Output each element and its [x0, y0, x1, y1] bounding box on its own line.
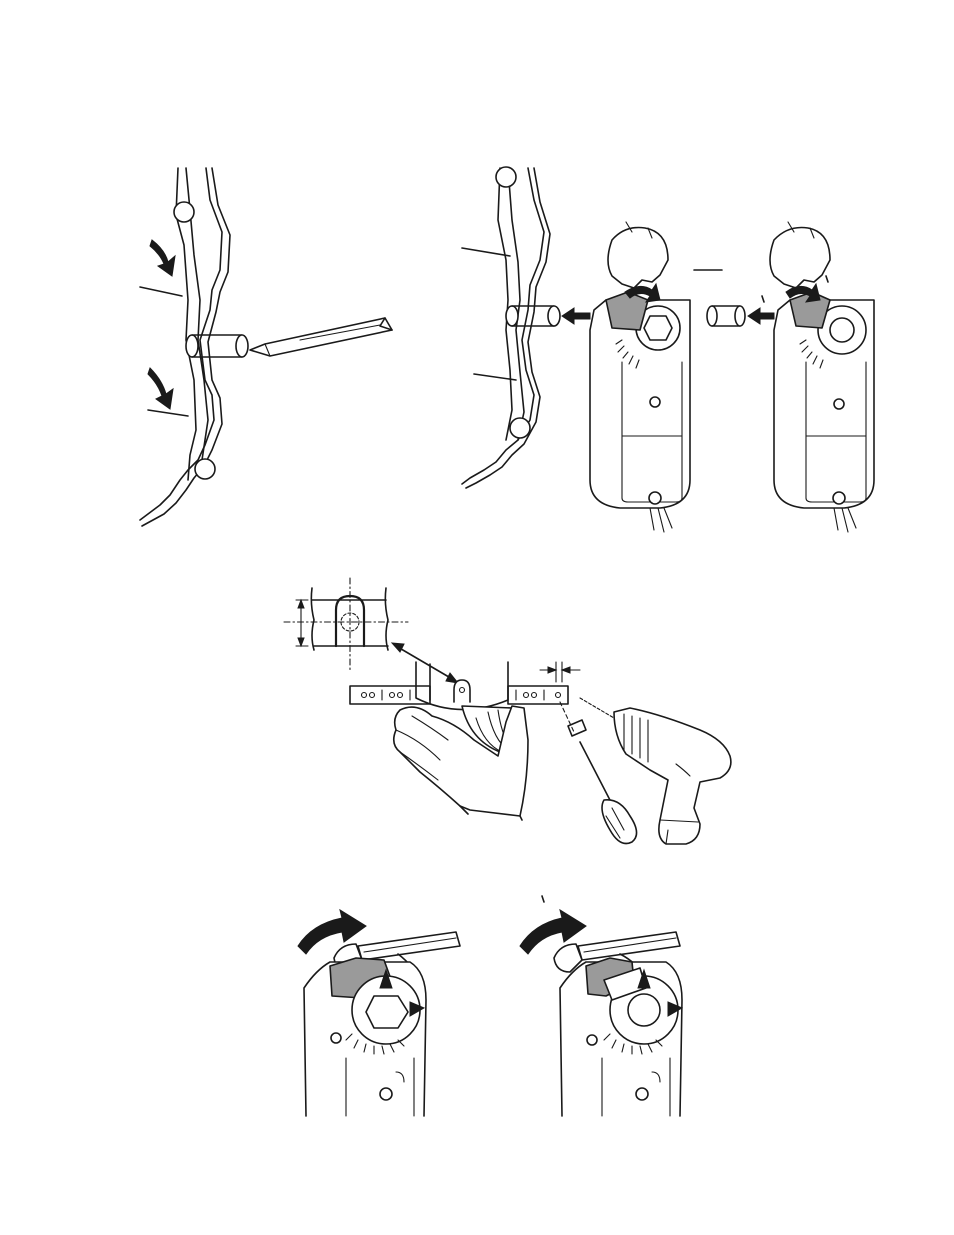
blade-arm-upper: [462, 248, 510, 256]
figure-wrench-tighten-left: [298, 910, 460, 1116]
screwdriver-shaft: [580, 742, 612, 804]
punch-tool: [250, 318, 392, 356]
bracket-tab: [454, 680, 470, 702]
shaft-tip: [548, 306, 560, 326]
insert-arrow-icon: [562, 308, 590, 324]
figure-bracket-drilling: [284, 578, 731, 844]
mounting-bracket-right: [508, 686, 568, 704]
blade-pivot-bolt-bottom: [510, 418, 530, 438]
shaft-end: [707, 306, 717, 326]
shaft-end: [506, 306, 518, 326]
dimension-line: [540, 662, 580, 682]
screw: [568, 720, 586, 736]
figure-shaft-insertion: [140, 168, 392, 526]
figure-actuator-mounting-standard: [462, 167, 722, 532]
shaft-tip: [735, 306, 745, 326]
centerline: [284, 578, 408, 670]
blade-pivot-bolt-top: [174, 202, 194, 222]
blade-pivot-bolt-top: [496, 167, 516, 187]
wrench-handle: [358, 932, 460, 960]
hand: [770, 228, 830, 289]
housing-slot: [649, 492, 661, 504]
rotate-arrow-icon: [150, 240, 175, 276]
shaft-end: [186, 335, 198, 357]
blade-arm-lower: [148, 410, 188, 416]
slot-detail-inset: [284, 578, 408, 670]
wrench-handle: [578, 932, 680, 960]
damper-blade-outline: [498, 168, 512, 440]
figure-wrench-tighten-right: [520, 896, 682, 1116]
hand: [608, 228, 668, 289]
shaft-tip: [236, 335, 248, 357]
damper-blade-outline-2: [508, 168, 524, 440]
screw-path: [560, 702, 574, 732]
hand: [394, 706, 528, 816]
damper-frame-edge-2: [466, 168, 550, 488]
detail-pointer-line: [396, 646, 454, 680]
housing-slot: [833, 492, 845, 504]
figure-actuator-mounting-alternate: [707, 222, 874, 532]
blade-arm-upper: [140, 287, 182, 296]
insert-arrow-icon: [748, 308, 774, 324]
rotate-arrow-icon: [148, 368, 173, 409]
clamp-collar: [606, 292, 648, 330]
blade-pivot-bolt-bottom: [195, 459, 215, 479]
drill-bit: [580, 698, 614, 718]
